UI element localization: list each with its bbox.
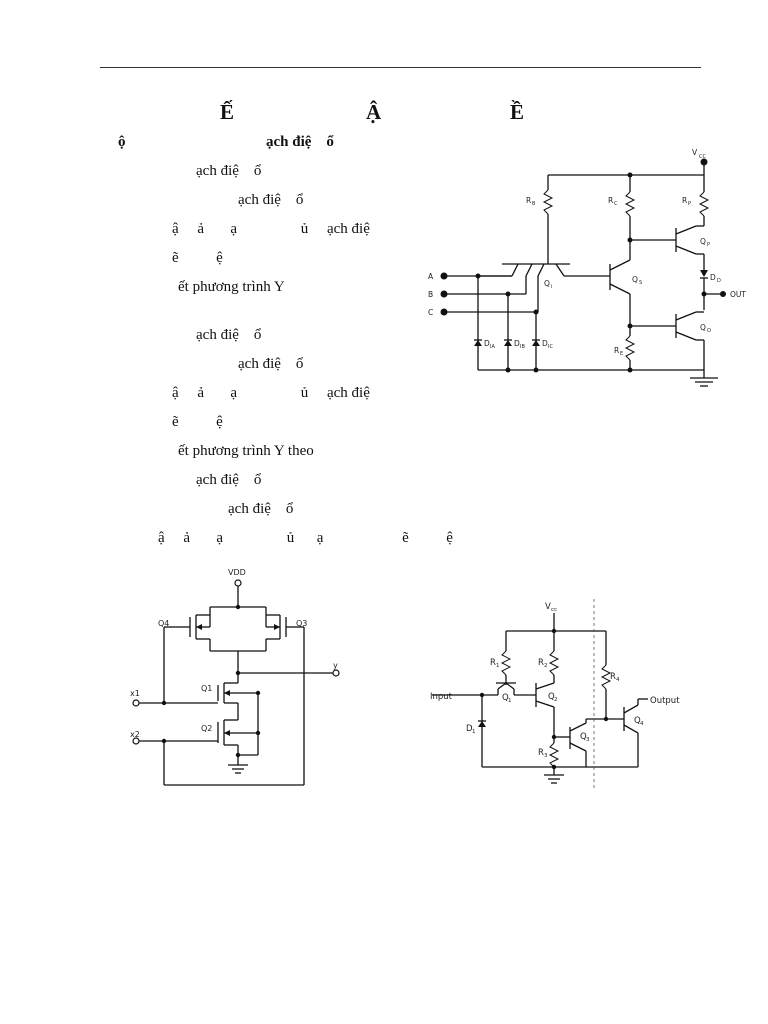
ttl-circuit-labels: V CC R B R C R P Q P Q i Q S D D OUT Q O… bbox=[428, 148, 746, 357]
label-dic: D bbox=[542, 339, 548, 348]
label-q1: Q1 bbox=[201, 684, 212, 693]
item-1c: ạch điệ ổ bbox=[196, 472, 262, 488]
item-1b: ạch điệ ổ bbox=[196, 327, 262, 343]
label-r3: R bbox=[538, 748, 544, 758]
label-input-c: C bbox=[428, 308, 433, 317]
label-input: Input bbox=[430, 692, 453, 702]
label-vcc-h-sub: cc bbox=[551, 607, 557, 613]
label-dia: D bbox=[484, 339, 490, 348]
header-rule bbox=[100, 67, 701, 68]
label-qi-sub: i bbox=[551, 284, 552, 290]
label-q4-h: Q bbox=[634, 716, 641, 726]
label-qp-sub: P bbox=[707, 242, 710, 248]
label-y: y bbox=[333, 661, 338, 670]
label-vcc: V bbox=[692, 148, 698, 157]
label-qi: Q bbox=[544, 279, 550, 288]
item-1c-ii: ậ ả ạ ủ ạ ẽ ệ bbox=[158, 530, 453, 546]
label-input-b: B bbox=[428, 290, 433, 299]
label-rp-sub: P bbox=[688, 201, 691, 207]
hts-circuit-diagram: V cc R 1 R 2 R 4 Input Q 1 Q 2 Output D … bbox=[430, 599, 680, 791]
label-rc-sub: C bbox=[614, 201, 618, 207]
label-rp: R bbox=[682, 196, 687, 205]
cmos-circuit-labels: VDD Q4 Q3 y x1 Q1 x2 Q2 bbox=[130, 568, 338, 739]
label-input-a: A bbox=[428, 272, 434, 281]
label-r1: R bbox=[490, 658, 496, 668]
label-dic-sub: IC bbox=[548, 344, 553, 350]
cmos-circuit-diagram: VDD Q4 Q3 y x1 Q1 x2 Q2 bbox=[130, 568, 340, 786]
label-vcc-h: V bbox=[545, 602, 551, 612]
label-rb-sub: B bbox=[532, 201, 536, 207]
item-1a-i: ạch điệ ổ bbox=[238, 192, 304, 208]
label-r2-sub: 2 bbox=[544, 663, 548, 669]
item-1b-iv: ết phương trình Y theo bbox=[178, 443, 314, 459]
label-qs-sub: S bbox=[639, 280, 642, 286]
item-1b-iii: ẽ ệ bbox=[172, 414, 223, 430]
label-dd: D bbox=[710, 273, 716, 282]
label-re-sub: E bbox=[620, 351, 623, 357]
label-q1-h-sub: 1 bbox=[508, 698, 512, 704]
item-1a: ạch điệ ổ bbox=[196, 163, 262, 179]
label-q2-h-sub: 2 bbox=[554, 697, 558, 703]
label-dia-sub: IA bbox=[490, 344, 495, 350]
hts-circuit-wires bbox=[432, 599, 648, 791]
item-1b-i: ạch điệ ổ bbox=[238, 356, 304, 372]
label-rb: R bbox=[526, 196, 531, 205]
item-1c-i: ạch điệ ổ bbox=[228, 501, 294, 517]
label-r4: R bbox=[610, 672, 616, 682]
label-dib: D bbox=[514, 339, 520, 348]
label-d1-sub: 1 bbox=[472, 729, 476, 735]
label-r1-sub: 1 bbox=[496, 663, 500, 669]
label-q2-h: Q bbox=[548, 692, 555, 702]
label-rc: R bbox=[608, 196, 613, 205]
question-1-label: ộ bbox=[118, 134, 126, 150]
heading-char-2: Ậ bbox=[366, 100, 382, 124]
label-x1: x1 bbox=[130, 689, 140, 698]
label-out: OUT bbox=[730, 290, 746, 299]
label-r3-sub: 3 bbox=[544, 753, 548, 759]
heading-char-1: Ế bbox=[220, 100, 235, 124]
label-q3: Q3 bbox=[296, 619, 307, 628]
label-r2: R bbox=[538, 658, 544, 668]
label-q1-h: Q bbox=[502, 693, 509, 703]
label-q3-h-sub: 3 bbox=[586, 737, 590, 743]
label-q3-h: Q bbox=[580, 732, 587, 742]
label-qo: Q bbox=[700, 323, 706, 332]
label-x2: x2 bbox=[130, 730, 140, 739]
item-1b-ii: ậ ả ạ ủ ạch điệ bbox=[172, 385, 370, 401]
label-q2: Q2 bbox=[201, 724, 212, 733]
label-output: Output bbox=[650, 696, 680, 706]
ttl-circuit-diagram: V CC R B R C R P Q P Q i Q S D D OUT Q O… bbox=[428, 148, 746, 387]
label-d1: D bbox=[466, 724, 473, 734]
label-re: R bbox=[614, 346, 619, 355]
cmos-circuit-wires bbox=[132, 579, 340, 786]
label-q4: Q4 bbox=[158, 619, 169, 628]
heading-char-3: Ề bbox=[510, 100, 525, 124]
label-dd-sub: D bbox=[717, 278, 721, 284]
label-vcc-sub: CC bbox=[699, 154, 706, 160]
label-qs: Q bbox=[632, 275, 638, 284]
label-vdd: VDD bbox=[228, 568, 246, 577]
label-qo-sub: O bbox=[707, 328, 711, 334]
question-1-title: ạch điệ ổ bbox=[266, 134, 334, 150]
item-1a-ii: ậ ả ạ ủ ạch điệ bbox=[172, 221, 370, 237]
ttl-circuit-wires bbox=[440, 158, 726, 387]
label-dib-sub: IB bbox=[520, 344, 525, 350]
hts-circuit-labels: V cc R 1 R 2 R 4 Input Q 1 Q 2 Output D … bbox=[430, 602, 680, 759]
label-qp: Q bbox=[700, 237, 706, 246]
label-r4-sub: 4 bbox=[616, 677, 620, 683]
item-1a-iii: ẽ ệ bbox=[172, 250, 223, 266]
item-1a-iv: ết phương trình Y bbox=[178, 279, 285, 295]
label-q4-h-sub: 4 bbox=[640, 721, 644, 727]
